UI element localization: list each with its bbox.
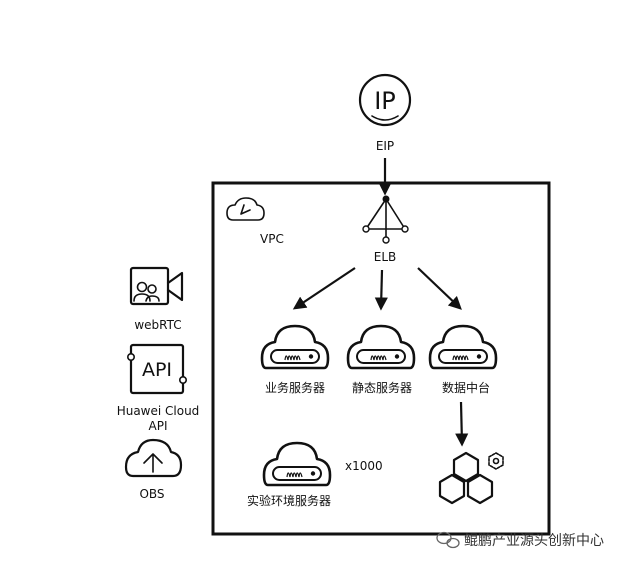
watermark-text: 鲲鹏产业源头创新中心 xyxy=(464,533,604,549)
datacenter-to-cluster-arrow xyxy=(455,401,469,447)
eip-label: EIP xyxy=(376,139,394,153)
wechat-icon xyxy=(436,531,460,549)
experiment-multiplier: x1000 xyxy=(345,459,383,473)
static-server-icon xyxy=(346,324,416,370)
data-center-icon xyxy=(428,324,498,370)
data-center-label: 数据中台 xyxy=(442,380,490,395)
api-icon-text: API xyxy=(142,359,172,381)
api-icon: API xyxy=(127,343,188,395)
obs-cloud-icon xyxy=(124,438,183,478)
experiment-server-icon xyxy=(262,441,332,487)
gear-icon xyxy=(488,452,504,470)
business-server-icon xyxy=(260,324,330,370)
api-label-line1: Huawei Cloud xyxy=(117,404,200,418)
webrtc-icon xyxy=(129,266,184,306)
eip-icon: IP xyxy=(358,73,412,127)
api-label-line2: API xyxy=(149,419,168,433)
vpc-cloud-icon xyxy=(226,197,265,221)
elb-icon xyxy=(362,195,409,244)
elb-to-datacenter-arrow xyxy=(417,267,462,310)
elb-to-static-arrow xyxy=(374,269,388,311)
elb-label: ELB xyxy=(374,250,397,264)
business-server-label: 业务服务器 xyxy=(265,380,325,395)
experiment-server-label: 实验环境服务器 xyxy=(247,493,331,508)
eip-icon-text: IP xyxy=(374,87,396,115)
vpc-label: VPC xyxy=(260,232,284,246)
static-server-label: 静态服务器 xyxy=(352,380,412,395)
obs-label: OBS xyxy=(139,487,164,501)
webrtc-label: webRTC xyxy=(134,318,181,332)
elb-to-business-arrow xyxy=(292,267,356,310)
hexagon-cluster-icon xyxy=(438,451,494,505)
